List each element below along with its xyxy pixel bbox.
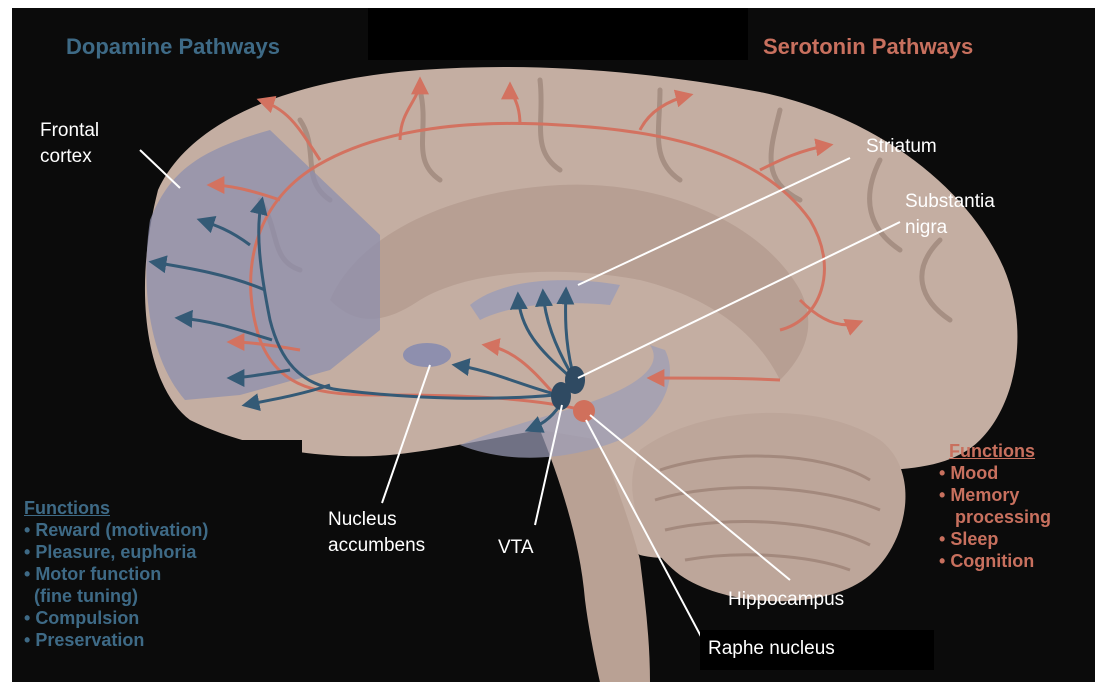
dopamine-pathways-title: Dopamine Pathways — [66, 34, 280, 60]
dopamine-function-item: Pleasure, euphoria — [24, 541, 324, 563]
raphe-nucleus-node — [573, 400, 595, 422]
serotonin-functions-list: Functions Mood Memory processing Sleep C… — [939, 440, 1097, 572]
serotonin-function-item: Sleep — [939, 528, 1097, 550]
dopamine-functions-list: Functions Reward (motivation) Pleasure, … — [24, 497, 324, 651]
label-frontal-cortex: Frontal cortex — [40, 118, 99, 170]
dopamine-function-item: Motor function — [24, 563, 324, 585]
serotonin-function-item: Mood — [939, 462, 1097, 484]
serotonin-functions-heading: Functions — [939, 440, 1097, 462]
redaction-box — [368, 8, 748, 60]
serotonin-function-item: Cognition — [939, 550, 1097, 572]
label-hippocampus: Hippocampus — [728, 587, 844, 613]
dopamine-function-item: Reward (motivation) — [24, 519, 324, 541]
nucleus-accumbens-blob — [403, 343, 451, 367]
dopamine-functions-heading: Functions — [24, 497, 324, 519]
dopamine-function-item: (fine tuning) — [24, 585, 324, 607]
label-raphe-nucleus: Raphe nucleus — [708, 636, 835, 662]
dopamine-function-item: Preservation — [24, 629, 324, 651]
serotonin-function-item: Memory processing — [939, 484, 1097, 528]
label-substantia-nigra: Substantia nigra — [905, 189, 995, 241]
serotonin-pathways-title: Serotonin Pathways — [763, 34, 973, 60]
label-striatum: Striatum — [866, 134, 937, 160]
label-vta: VTA — [498, 535, 534, 561]
label-nucleus-accumbens: Nucleus accumbens — [328, 507, 425, 559]
dopamine-function-item: Compulsion — [24, 607, 324, 629]
